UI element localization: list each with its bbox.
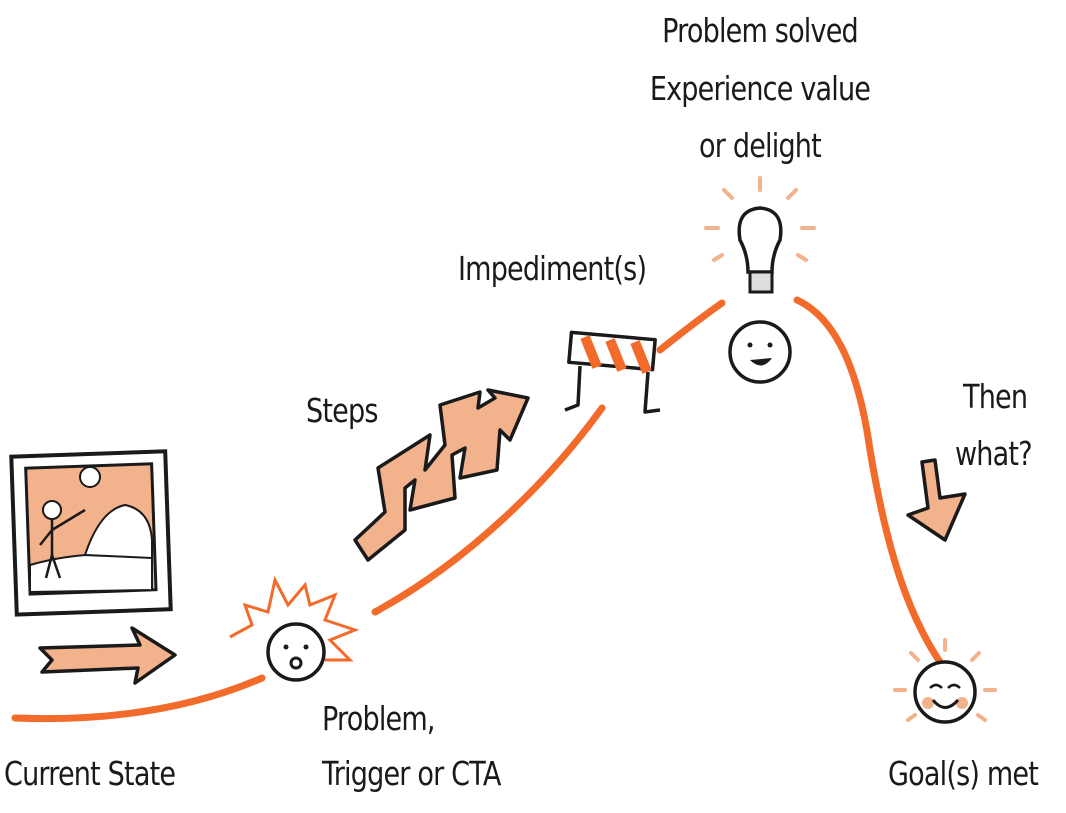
label-problem-line2: Trigger or CTA bbox=[322, 754, 501, 793]
happy-face-icon bbox=[728, 320, 792, 384]
lightbulb-icon bbox=[704, 176, 816, 294]
label-problem-line1: Problem, bbox=[322, 699, 435, 738]
label-what: what? bbox=[955, 434, 1033, 473]
label-then: Then bbox=[963, 377, 1028, 416]
label-solved-line1: Problem solved bbox=[662, 11, 859, 50]
label-impediments: Impediment(s) bbox=[458, 249, 647, 288]
arrow-down-icon bbox=[906, 458, 967, 542]
label-solved-line3: or delight bbox=[699, 126, 822, 165]
current-state-photo-icon bbox=[9, 449, 173, 617]
steps-arrow-icon bbox=[353, 388, 530, 562]
journey-path bbox=[11, 296, 944, 723]
barrier-icon bbox=[564, 330, 661, 414]
label-solved-line2: Experience value bbox=[649, 69, 871, 108]
arrow-right-icon bbox=[38, 626, 177, 685]
label-current-state: Current State bbox=[4, 754, 176, 793]
surprised-face-icon bbox=[229, 575, 360, 682]
label-steps: Steps bbox=[306, 391, 378, 430]
label-goal-met: Goal(s) met bbox=[888, 754, 1039, 793]
smiling-face-icon bbox=[893, 638, 997, 724]
